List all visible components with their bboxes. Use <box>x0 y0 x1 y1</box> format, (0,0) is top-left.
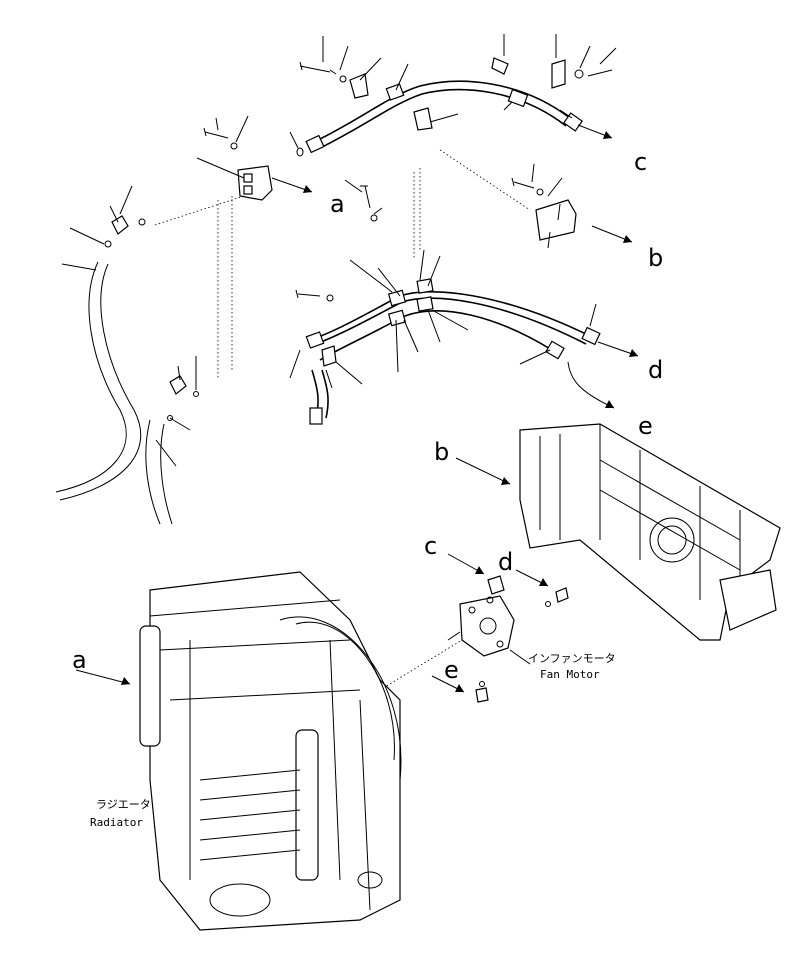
callout-b-frame: b <box>434 438 449 466</box>
callout-a-radiator: a <box>72 646 87 674</box>
radiator-label-en: Radiator <box>90 816 143 829</box>
left-hose <box>55 185 199 525</box>
callout-c-motor: c <box>424 532 437 560</box>
main-frame <box>455 423 781 641</box>
fan-motor-label-en: Fan Motor <box>540 668 600 681</box>
callout-b-top: b <box>648 244 663 272</box>
callout-e-motor: e <box>444 656 459 684</box>
callout-d-motor: d <box>498 548 513 576</box>
right-bracket-group <box>439 149 633 249</box>
callout-a-top: a <box>330 190 345 218</box>
left-bracket-group <box>154 115 313 380</box>
radiator-label-jp: ラジエータ <box>96 798 151 811</box>
callout-d-top: d <box>648 356 663 384</box>
lower-hose-assembly <box>289 168 639 425</box>
radiator <box>75 571 402 931</box>
callout-e-top: e <box>638 412 653 440</box>
fan-motor-label-jp: インファンモータ <box>528 652 616 665</box>
fan-motor <box>379 553 569 703</box>
upper-hose-assembly <box>299 34 617 154</box>
callout-c-top: c <box>634 148 647 176</box>
